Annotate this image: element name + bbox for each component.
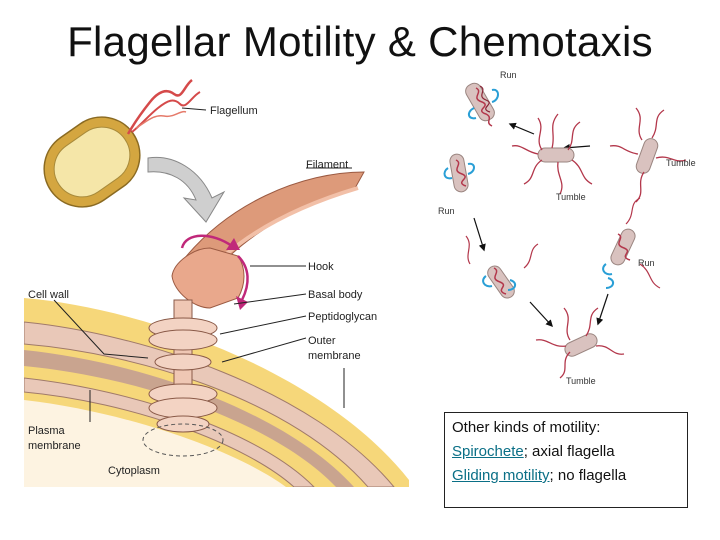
- label-outer-membrane-line1: Outer: [308, 335, 336, 347]
- chemotaxis-run-tumble-diagram: Run Tumble Tumble Run Run Tumble: [438, 70, 696, 386]
- run-bacterium-left: [443, 153, 475, 193]
- plasma-membrane-layer: [24, 377, 315, 487]
- tumble-bacterium-right: [609, 107, 687, 203]
- motor-outline: [142, 423, 224, 457]
- label-tumble-center: Tumble: [556, 192, 586, 202]
- spirochete-link[interactable]: Spirochete: [452, 443, 524, 460]
- note-item-spirochete-text: ; axial flagella: [523, 443, 615, 460]
- run-bacterium-right: [602, 197, 661, 289]
- zoom-arrow: [147, 156, 226, 223]
- hook: [171, 247, 245, 309]
- bacterium-flagellum: [126, 79, 193, 135]
- label-filament: Filament: [306, 159, 348, 171]
- note-heading: Other kinds of motility:: [452, 419, 601, 436]
- label-cell-wall: Cell wall: [28, 289, 69, 301]
- label-tumble-bottom: Tumble: [566, 376, 596, 386]
- peptidoglycan-layer: [24, 350, 354, 487]
- label-hook: Hook: [308, 261, 334, 273]
- other-motility-note: Other kinds of motility: Spirochete; axi…: [444, 412, 688, 508]
- flagellum-structure-diagram: Flagellum Filament Hook Basal body Pepti…: [24, 79, 409, 487]
- run-bacterium-middle: [465, 235, 539, 299]
- note-item-gliding-text: ; no flagella: [549, 467, 627, 484]
- label-tumble-right: Tumble: [666, 158, 696, 168]
- label-plasma-membrane-line1: Plasma: [28, 425, 66, 437]
- page-title: Flagellar Motility & Chemotaxis: [67, 18, 653, 65]
- basal-body: [148, 317, 218, 433]
- label-cytoplasm: Cytoplasm: [108, 465, 160, 477]
- tumble-bacterium-bottom: [535, 307, 625, 379]
- label-flagellum: Flagellum: [210, 105, 258, 117]
- note-item-spirochete: Spirochete; axial flagella: [452, 443, 687, 460]
- label-run-top: Run: [500, 70, 517, 80]
- tumble-bacterium-center: [511, 113, 593, 195]
- label-plasma-membrane-line2: membrane: [28, 440, 81, 452]
- gliding-motility-link[interactable]: Gliding motility: [452, 467, 550, 484]
- rotation-arrow-top: [180, 234, 233, 249]
- label-outer-membrane-line2: membrane: [308, 350, 361, 362]
- rotation-arrow-side: [237, 255, 249, 301]
- bacterium-cell: [43, 116, 141, 208]
- label-run-left: Run: [438, 206, 455, 216]
- outer-membrane-layer: [24, 321, 395, 487]
- label-run-right: Run: [638, 258, 655, 268]
- note-item-gliding: Gliding motility; no flagella: [452, 467, 687, 484]
- label-peptidoglycan: Peptidoglycan: [308, 311, 377, 323]
- run-bacterium-top: [465, 82, 499, 127]
- label-basal-body: Basal body: [308, 289, 363, 301]
